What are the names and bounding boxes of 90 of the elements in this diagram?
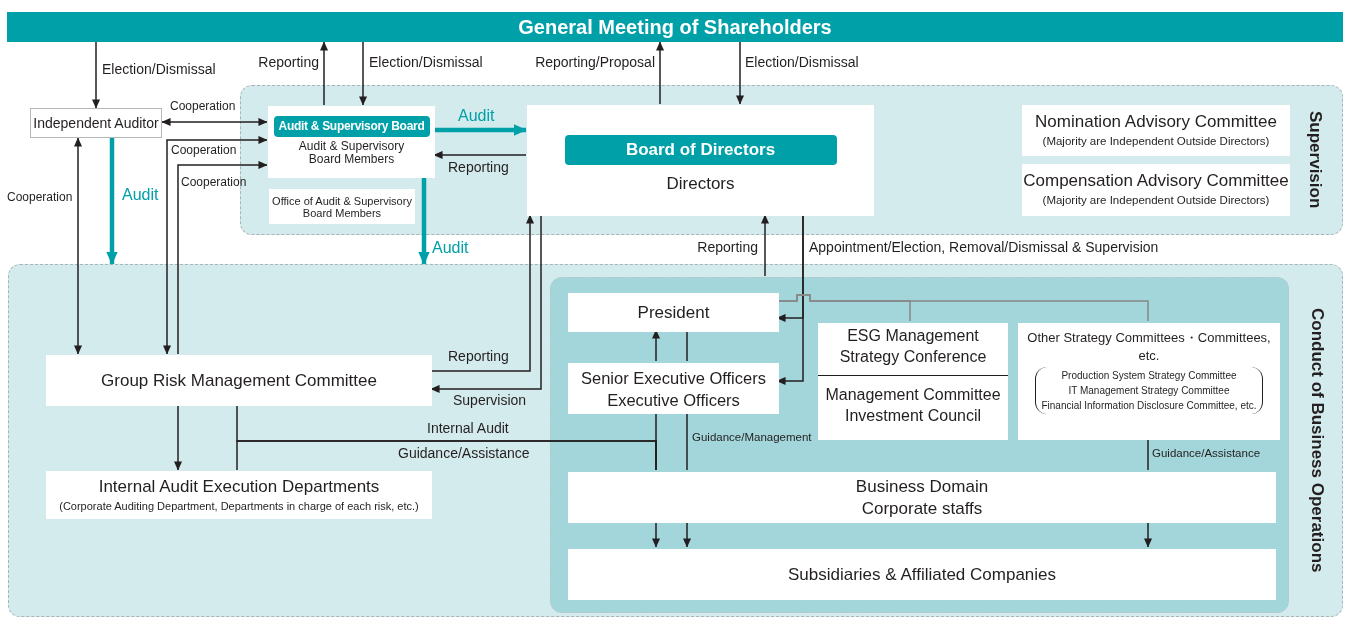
committee-box	[1018, 323, 1280, 440]
committee-box	[1022, 164, 1290, 216]
role-box	[568, 293, 779, 332]
edge-label: Reporting	[448, 160, 509, 174]
body-text: Independent Auditor	[33, 113, 159, 133]
body-text: Senior Executive Officers Executive Officers	[580, 367, 767, 411]
arrow	[760, 214, 770, 277]
body-text: Subsidiaries & Affiliated Companies	[787, 563, 1057, 586]
arrow	[319, 41, 329, 106]
arrow	[433, 150, 527, 160]
edge-label: Cooperation	[7, 191, 73, 203]
edge-label: Election/Dismissal	[745, 55, 859, 69]
arrow	[161, 117, 268, 127]
note-text: (Majority are Independent Outside Directors)	[1042, 193, 1270, 209]
arrow	[651, 329, 661, 362]
arrow	[91, 41, 101, 109]
edge-label: Reporting	[448, 349, 509, 363]
department-box	[46, 471, 432, 519]
edge-label: Guidance/Assistance	[398, 446, 530, 460]
edge-label: Election/Dismissal	[102, 62, 216, 76]
arrow	[776, 214, 804, 386]
edge-label: Reporting/Proposal	[535, 55, 655, 69]
edge-label: Audit	[432, 240, 469, 256]
arrow	[430, 214, 535, 372]
connector-line	[686, 329, 688, 362]
arrow	[735, 41, 745, 105]
conference-box	[818, 323, 1008, 440]
edge-label: Election/Dismissal	[369, 55, 483, 69]
arrow	[682, 520, 692, 548]
operations-band	[8, 264, 1343, 617]
board-title: Board of Directors	[564, 135, 837, 165]
body-text: Business Domain Corporate staffs	[854, 475, 990, 520]
body-text: ESG Management Strategy Conference	[838, 326, 988, 367]
connector-line	[655, 411, 657, 471]
edge-label: Appointment/Election, Removal/Dismissal & Supervision	[809, 240, 1159, 254]
arrow	[358, 41, 368, 106]
band-label: Supervision	[1307, 111, 1324, 209]
body-text: Nomination Advisory Committee	[1035, 110, 1277, 133]
list-item: Production System Strategy Committee	[1060, 369, 1238, 383]
connector-line	[686, 411, 688, 471]
body-text: Other Strategy Committees・Committees, etc.	[1026, 329, 1272, 365]
arrow	[1143, 520, 1153, 548]
edge-label: Cooperation	[170, 100, 236, 112]
edge-label: Guidance/Assistance	[1152, 448, 1261, 460]
arrow	[73, 137, 83, 355]
edge-label: Internal Audit	[427, 421, 509, 435]
board-box	[268, 106, 435, 178]
band-label: Conduct of Business Operations	[1309, 308, 1326, 573]
executive-panel	[550, 277, 1289, 613]
arrow	[430, 214, 542, 394]
board-members: Directors	[666, 172, 735, 195]
committee-box	[46, 355, 432, 406]
role-box	[568, 363, 779, 414]
edge-label: Cooperation	[181, 176, 247, 188]
body-text: President	[637, 301, 710, 324]
arrow	[434, 124, 527, 136]
edge-label: Reporting	[697, 240, 758, 254]
edge-label: Audit	[122, 187, 159, 203]
arrow	[162, 135, 268, 355]
companies-box	[568, 549, 1276, 600]
edge-label: Audit	[458, 108, 495, 124]
edge-label: Reporting	[258, 55, 319, 69]
list-item: Financial Information Disclosure Committee, etc.	[1041, 399, 1257, 413]
arrow	[655, 41, 665, 105]
note-text: (Majority are Independent Outside Directors)	[1042, 133, 1270, 149]
board-box	[527, 105, 874, 216]
edge-label: Cooperation	[171, 144, 237, 156]
committee-box	[1022, 105, 1290, 156]
board-title: Audit & Supervisory Board	[273, 116, 430, 137]
body-text: Compensation Advisory Committee	[1023, 170, 1289, 193]
body-text: Office of Audit & Supervisory Board Members	[271, 194, 413, 219]
edge-label: Guidance/Management	[692, 432, 812, 444]
board-members: Audit & Supervisory Board Members	[297, 140, 406, 166]
business-box	[568, 472, 1276, 523]
connector-line	[776, 294, 1149, 322]
body-text: Internal Audit Execution Departments	[98, 475, 380, 498]
arrow	[418, 177, 430, 265]
body-text: Group Risk Management Committee	[101, 369, 377, 392]
arrow	[106, 138, 118, 265]
arrow	[651, 520, 661, 548]
heading: General Meeting of Shareholders	[518, 17, 832, 37]
arrow	[173, 404, 183, 471]
header-bar	[7, 12, 1343, 42]
connector-line	[236, 440, 657, 471]
note-text: (Corporate Auditing Department, Departments in charge of each risk, etc.)	[59, 498, 419, 514]
arrow	[177, 160, 268, 355]
edge-label: Supervision	[453, 393, 527, 407]
connector-line	[1147, 437, 1149, 471]
body-text: Management Committee Investment Council	[824, 385, 1002, 426]
list-item: IT Management Strategy Committee	[1067, 384, 1231, 398]
